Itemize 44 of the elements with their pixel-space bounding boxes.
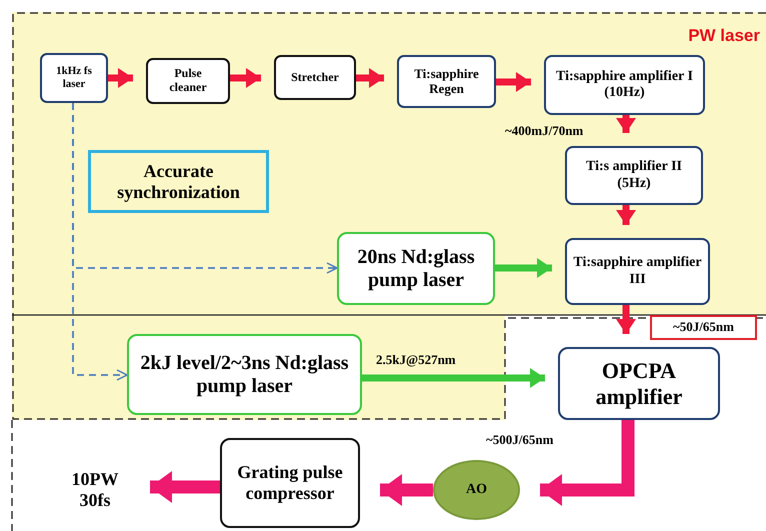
node-label: Ti:s amplifier II (5Hz) <box>585 159 683 192</box>
arrow <box>616 115 636 133</box>
node-label: Accurate synchronization <box>116 160 241 202</box>
node-label: ~50J/65nm <box>672 320 735 335</box>
arrow <box>380 474 433 506</box>
node-label: Pulse cleaner <box>168 67 208 95</box>
node-label: OPCPA amplifier <box>594 358 684 409</box>
process-box <box>397 55 496 108</box>
region-panel <box>12 12 766 420</box>
value-box <box>650 315 757 340</box>
process-box <box>565 146 703 205</box>
process-box <box>220 438 360 528</box>
arrow <box>108 68 133 88</box>
arrow <box>496 72 531 92</box>
node-label: 2kJ level/2~3ns Nd:glass pump laser <box>139 352 350 398</box>
process-box <box>337 232 495 305</box>
arrow <box>362 368 545 388</box>
node-label: Stretcher <box>290 70 340 84</box>
process-box <box>274 55 356 100</box>
arrow <box>495 258 552 278</box>
arrow <box>616 205 636 225</box>
node-label: Ti:sapphire amplifier III <box>572 255 703 288</box>
node-label: Grating pulse compressor <box>236 462 344 504</box>
node-label: AO <box>465 482 488 498</box>
output-label: 10PW 30fs <box>70 469 120 511</box>
arrow <box>616 305 636 334</box>
arrow <box>150 471 220 503</box>
node-label: Ti:sapphire Regen <box>413 66 480 96</box>
dashed-arrow <box>72 103 128 381</box>
process-box <box>544 55 705 115</box>
arrow <box>356 68 384 88</box>
node-label: 1kHz fs laser <box>55 65 93 91</box>
region-title: PW laser <box>688 26 760 46</box>
process-box <box>127 334 362 415</box>
process-box <box>40 53 108 103</box>
process-box <box>558 347 720 420</box>
node-label: Ti:sapphire amplifier I (10Hz) <box>555 68 694 102</box>
node-label: 20ns Nd:glass pump laser <box>356 246 476 292</box>
sync-box <box>88 150 269 213</box>
process-box <box>146 58 230 104</box>
arrow <box>230 68 261 88</box>
edge-label: 2.5kJ@527nm <box>374 352 458 368</box>
process-box <box>565 238 710 305</box>
arrow <box>540 420 634 506</box>
